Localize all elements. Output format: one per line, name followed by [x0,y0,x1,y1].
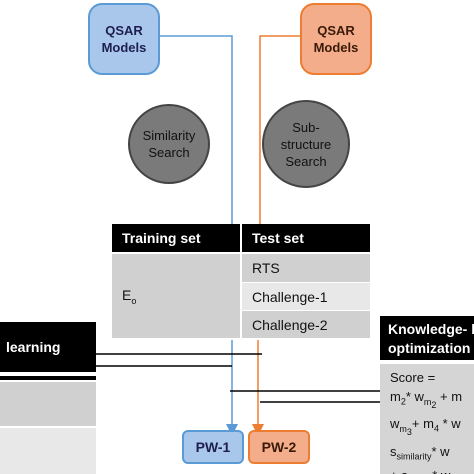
row-challenge-1: Challenge-1 [242,283,370,310]
learning-row-1 [0,382,96,426]
qsar-right-line1: QSAR [317,23,355,38]
qsar-left-line1: QSAR [105,23,143,38]
header-training-set: Training set [112,224,240,252]
score-term-2: wm3+ m4 * w [390,416,461,437]
eo-cell: Eo [112,254,240,338]
similarity-line1: Similarity [142,128,196,143]
similarity-search-node: Similarity Search [128,104,210,184]
substructure-line3: Search [285,153,327,169]
row-rts: RTS [242,254,370,282]
learning-row-2 [0,428,96,474]
qsar-left-line2: Models [101,40,147,55]
optimization-title-line2: optimization [388,340,471,356]
orange-connector-top [259,35,302,224]
substructure-line2: structure [280,136,332,152]
learning-divider [0,376,96,380]
optimization-panel-title: Knowledge- b optimization [380,316,474,360]
qsar-models-left: QSAR Models [88,3,160,75]
learning-panel-title: learning [0,322,96,372]
pw-2-box: PW-2 [248,430,310,464]
score-term-3: ssimilarity* w [390,443,450,462]
row-challenge-2: Challenge-2 [242,311,370,338]
score-label: Score = [390,370,436,385]
qsar-models-right: QSAR Models [300,3,372,75]
substructure-line1: Sub- [292,119,320,135]
score-term-1: m2* wm2 + m [390,389,463,410]
eo-label: Eo [122,286,137,306]
qsar-right-line2: Models [313,40,359,55]
similarity-line2: Search [148,145,190,160]
pw-1-box: PW-1 [182,430,244,464]
header-test-set: Test set [242,224,370,252]
blue-connector-top [156,35,233,224]
score-term-4: + ssubstr* w [390,466,474,474]
optimization-title-line1: Knowledge- b [388,321,474,337]
substructure-search-node: Sub- structure Search [262,100,350,188]
score-formula: Score = m2* wm2 + m wm3+ m4 * w ssimilar… [380,364,474,474]
